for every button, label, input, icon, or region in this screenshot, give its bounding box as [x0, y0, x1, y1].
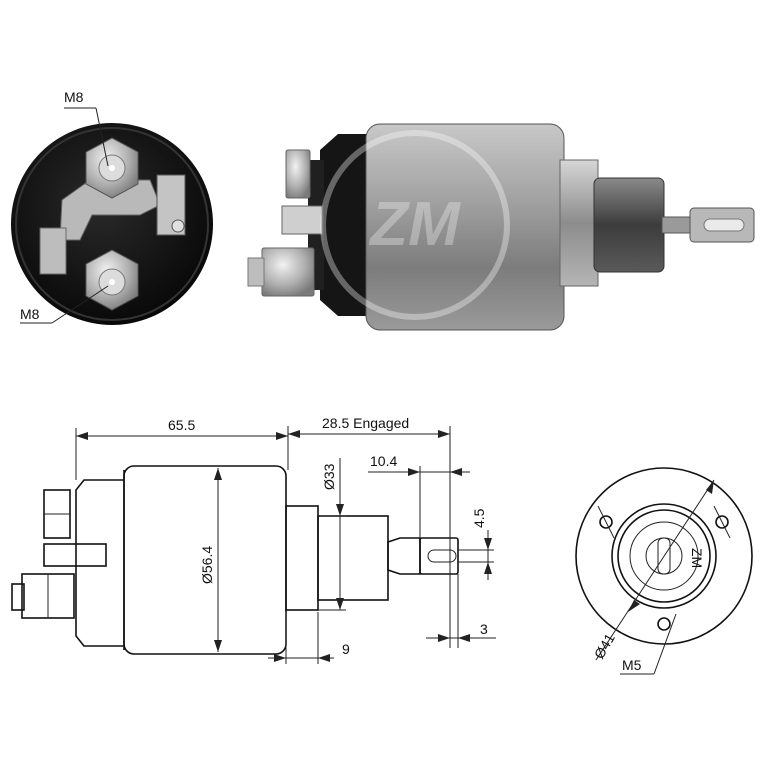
side-plunger [593, 177, 665, 273]
arrow [628, 600, 640, 612]
arrow [214, 468, 222, 480]
arrow [214, 640, 222, 652]
side-nut-upper [285, 149, 311, 199]
drawing-eye [419, 537, 459, 575]
arrow [438, 634, 450, 642]
mount-hole-left [599, 515, 613, 529]
dim-link-offset: 10.4 [370, 453, 397, 469]
cap-rim [15, 127, 209, 321]
eye-end [657, 537, 671, 575]
dim-nose-diameter: Ø33 [321, 463, 337, 490]
watermark-text: ZM [368, 190, 461, 259]
dim-plunger-travel: 28.5 Engaged [322, 415, 409, 431]
label-terminal-bottom: M8 [20, 306, 40, 322]
drawing-plunger [317, 515, 389, 601]
arrow [458, 634, 470, 642]
side-eye-slot [703, 218, 745, 232]
arrow [336, 504, 344, 516]
side-nut-lower [261, 247, 315, 297]
arrow [450, 468, 462, 476]
leader-bottom-slant [51, 285, 109, 324]
dim-bolt-circle: Ø41 [591, 630, 618, 661]
arrow [484, 562, 492, 574]
watermark-ring [320, 130, 510, 320]
arrow [706, 480, 714, 494]
hole-axis [597, 505, 615, 539]
arrow [336, 598, 344, 610]
dim-hole-offset: 3 [480, 621, 488, 637]
end-center-mark: ZM [689, 548, 705, 568]
end-view-drawing: ZM Ø41 M5 [575, 467, 753, 675]
side-link [661, 216, 693, 234]
mount-hole-bottom [657, 617, 671, 631]
drawing-cap [75, 479, 124, 647]
side-stud-lower [247, 257, 265, 287]
side-cap [320, 134, 378, 316]
plunger-outer [629, 521, 699, 591]
arrow [484, 538, 492, 550]
arrow [274, 654, 286, 662]
nose-inner [617, 509, 711, 603]
arrow [276, 432, 288, 440]
dim-body-length: 65.5 [168, 417, 195, 433]
end-view-photo: M8 M8 [11, 89, 213, 325]
arrow [408, 468, 420, 476]
arrow [438, 430, 450, 438]
dim-slot-width: 4.5 [471, 508, 487, 528]
drawing-eye-slot [427, 549, 457, 563]
bracket [39, 227, 67, 275]
stud-tip-bottom [109, 279, 115, 285]
spade-rivet [171, 219, 185, 233]
hole-axis [713, 505, 731, 539]
dim-line-bolt-circle [595, 479, 715, 661]
arrow [318, 654, 330, 662]
stud-tip-top [109, 165, 115, 171]
arrow [288, 430, 300, 438]
side-spade [281, 205, 323, 235]
dim-body-diameter: Ø56.4 [199, 546, 215, 584]
mount-hole-right [715, 515, 729, 529]
drawing-spade [43, 543, 107, 567]
nose-outer [611, 503, 717, 609]
leader-mount-thread-slant [653, 613, 677, 675]
side-view-drawing: 65.5 28.5 Engaged Ø56.4 Ø33 10.4 4.5 [11, 415, 496, 664]
drawing-link [387, 537, 421, 575]
leader-top-slant [95, 107, 109, 167]
side-view-photo: ZM [247, 123, 755, 331]
arrow [76, 432, 88, 440]
drawing-nose [285, 505, 319, 611]
label-terminal-top: M8 [64, 89, 84, 105]
flange-outline [575, 467, 753, 645]
dim-nose-length: 9 [342, 641, 350, 657]
drawing-stud [11, 583, 25, 611]
label-mount-thread: M5 [622, 657, 642, 673]
side-nose [559, 159, 599, 287]
